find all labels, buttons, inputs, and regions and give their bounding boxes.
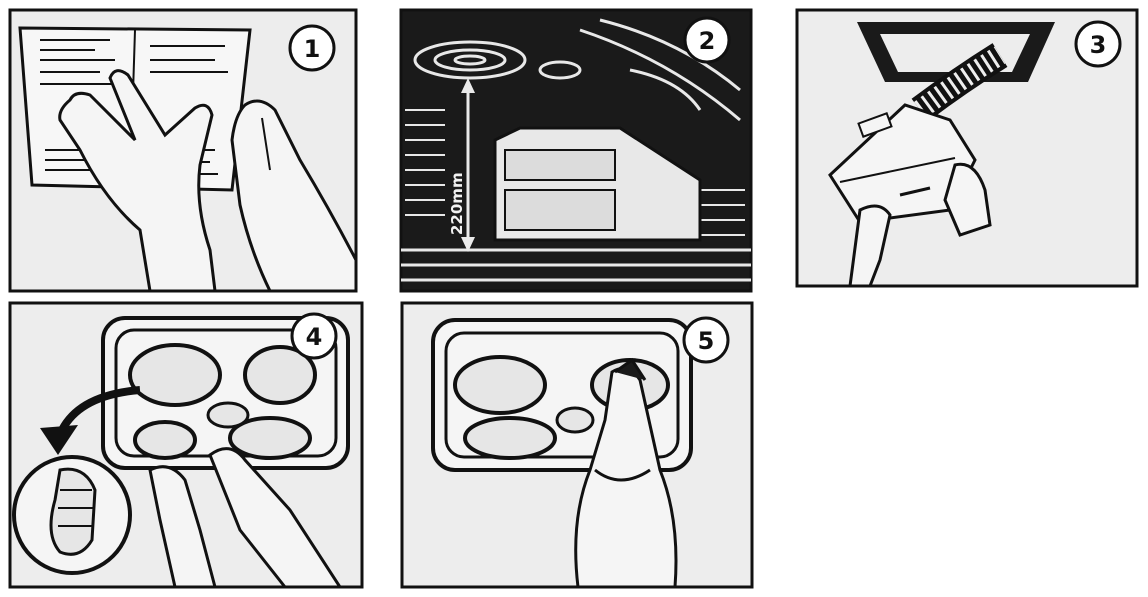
panel-2-number: 2 xyxy=(699,27,716,55)
panel-1: 1 xyxy=(8,8,358,293)
dimension-label: 220mm xyxy=(448,172,466,235)
panel-5-number: 5 xyxy=(698,327,715,355)
panel-4-number: 4 xyxy=(306,323,323,351)
panel-4: 4 xyxy=(8,301,364,589)
panel-2: 220mm 2 xyxy=(399,8,753,293)
panel-5: 5 xyxy=(400,301,754,589)
panel-1-number: 1 xyxy=(304,35,321,63)
panel-3-number: 3 xyxy=(1090,31,1107,59)
panel-3: 3 xyxy=(795,8,1139,288)
